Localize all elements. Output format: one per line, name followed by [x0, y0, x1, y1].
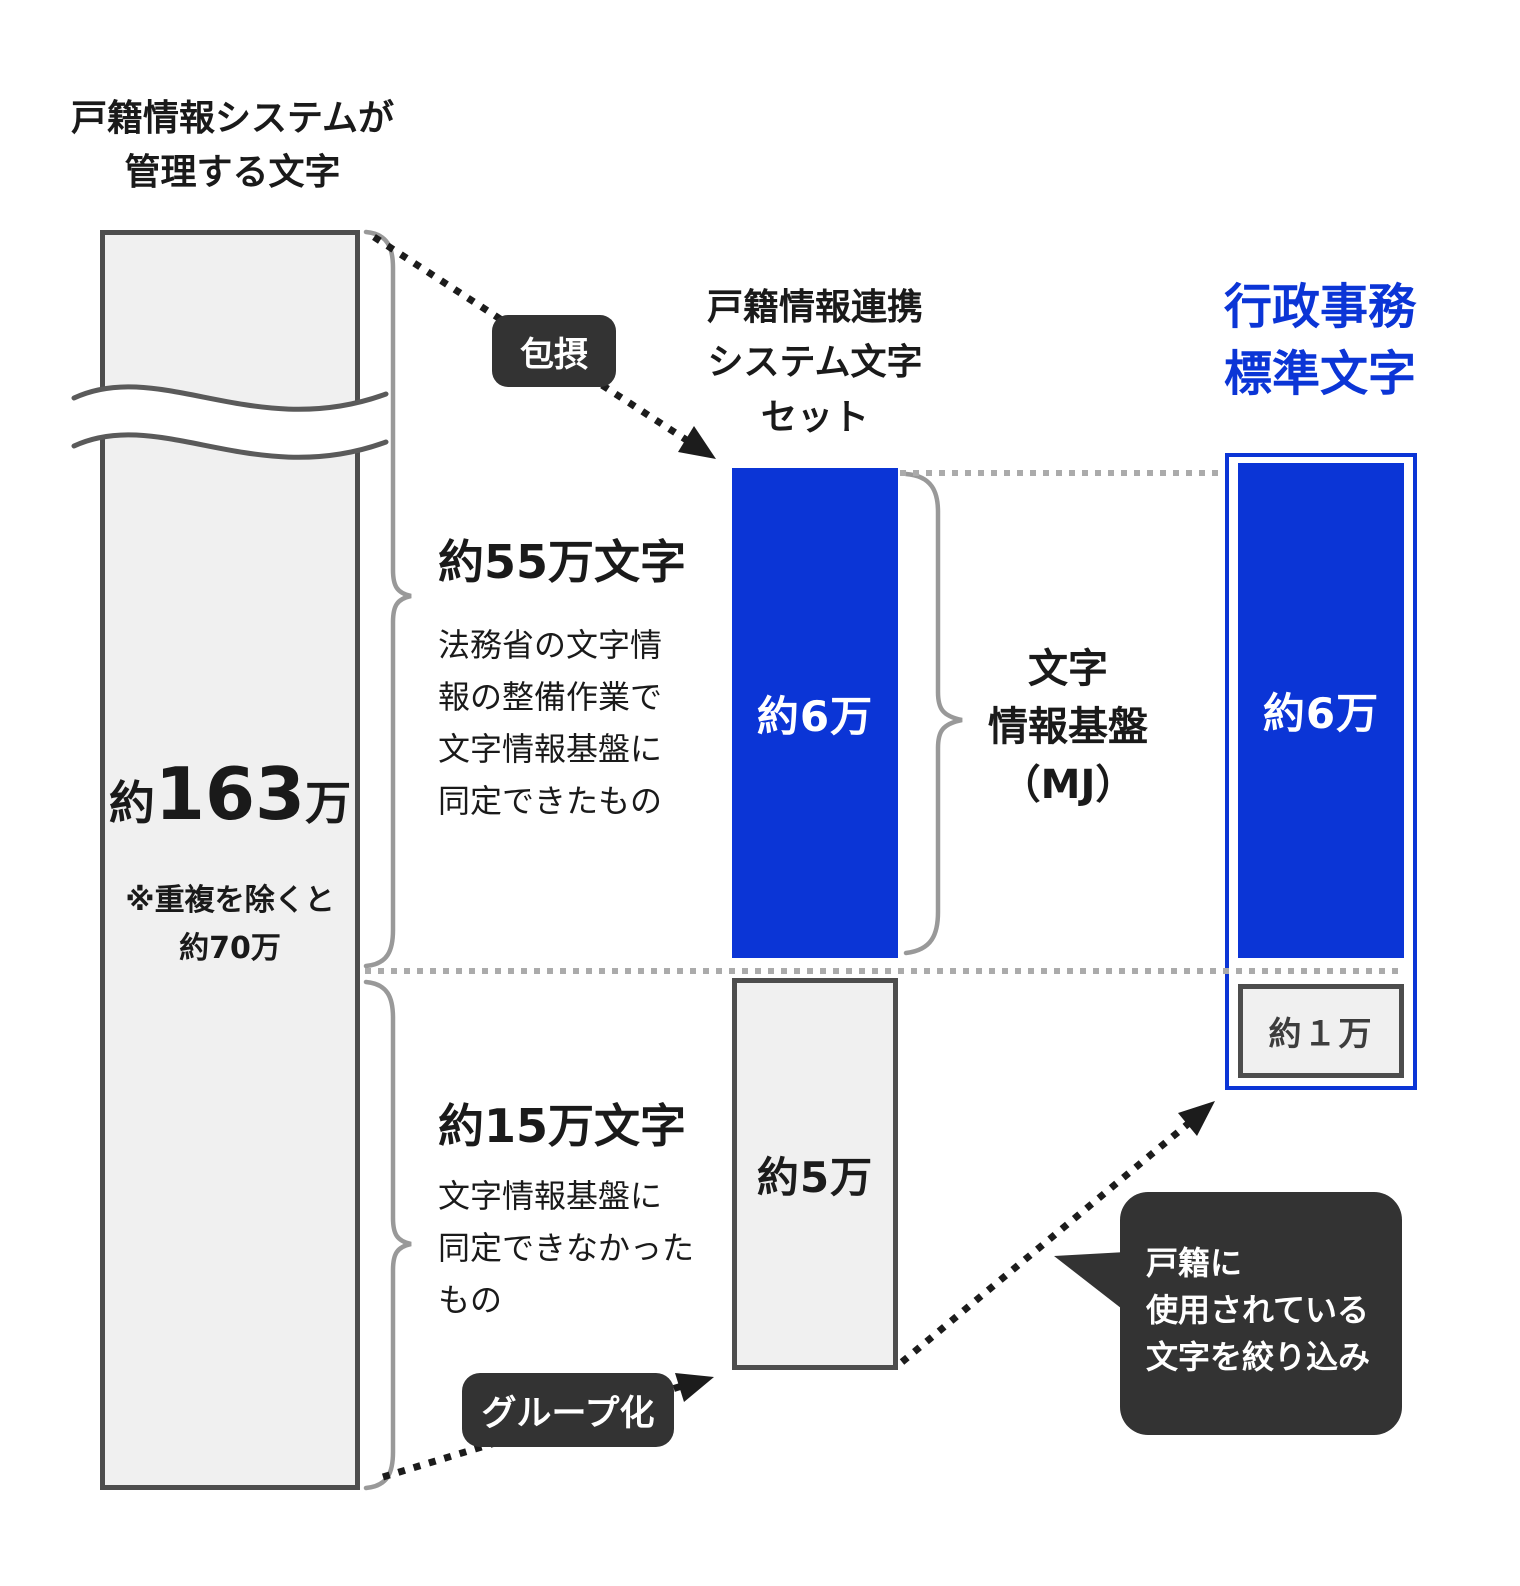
upper-segment-body-line-2: 報の整備作業で: [438, 678, 663, 716]
middle-title-line-2: システム文字: [707, 342, 923, 383]
narrowing-callout: 戸籍に 使用されている 文字を絞り込み: [1120, 1192, 1402, 1435]
upper-segment-body-line-4: 同定できたもの: [438, 782, 663, 820]
middle-title-line-1: 戸籍情報連携: [706, 287, 923, 328]
renkei-unidentified-value: 約5万: [756, 1152, 874, 1202]
middle-column-title: 戸籍情報連携 システム文字 セット: [700, 280, 930, 445]
koseki-system-total-bar: [100, 230, 360, 1490]
upper-segment-heading: 約55万文字: [438, 535, 687, 589]
brace-upper-segment: [363, 229, 412, 969]
lower-segment-body-line-2: 同定できなかった: [438, 1229, 695, 1267]
brace-mj: [903, 471, 963, 956]
brace-lower-segment: [363, 979, 412, 1491]
middle-title-line-3: セット: [760, 397, 869, 438]
left-column-title: 戸籍情報システムが 管理する文字: [60, 92, 405, 200]
dedup-note-line-1: ※重複を除くと: [125, 883, 335, 918]
subsumption-tag-label: 包摂: [520, 334, 588, 375]
upper-segment-body: 法務省の文字情 報の整備作業で 文字情報基盤に 同定できたもの: [438, 619, 698, 827]
total-unit: 万: [305, 776, 352, 830]
mj-label-line-2: 情報基盤: [988, 704, 1148, 750]
grouping-tag-label: グループ化: [481, 1393, 655, 1434]
lower-segment-body: 文字情報基盤に 同定できなかった もの: [438, 1170, 718, 1326]
total-prefix: 約: [108, 776, 155, 830]
right-title-line-1: 行政事務: [1223, 279, 1416, 335]
total-number: 163: [154, 752, 306, 836]
lower-segment-body-line-1: 文字情報基盤に: [438, 1177, 663, 1215]
renkei-identified-bar: 約6万: [732, 468, 898, 958]
dedup-note: ※重複を除くと 約70万: [100, 877, 360, 973]
arrow-narrowing-head: [1178, 1101, 1215, 1136]
callout-tail: [1054, 1252, 1126, 1312]
right-column-title: 行政事務 標準文字: [1210, 274, 1430, 408]
mj-label-line-1: 文字: [1028, 646, 1108, 692]
gyosei-standard-blue-bar: 約6万: [1238, 463, 1404, 958]
upper-segment-body-line-1: 法務省の文字情: [438, 626, 663, 664]
callout-line-3: 文字を絞り込み: [1146, 1338, 1371, 1376]
mj-label-line-3: （MJ）: [1000, 762, 1136, 808]
dedup-note-line-2: 約70万: [179, 931, 281, 966]
grouping-tag: グループ化: [462, 1373, 674, 1447]
lower-segment-body-line-3: もの: [438, 1281, 503, 1319]
renkei-identified-value: 約6万: [756, 691, 874, 741]
left-title-line-1: 戸籍情報システムが: [71, 98, 394, 139]
subsumption-tag: 包摂: [492, 315, 616, 387]
gyosei-additional-value: 約１万: [1268, 1014, 1374, 1053]
gyosei-additional-box: 約１万: [1238, 984, 1404, 1078]
right-title-line-2: 標準文字: [1223, 346, 1416, 402]
callout-line-2: 使用されている: [1146, 1291, 1370, 1329]
mj-label: 文字 情報基盤 （MJ）: [968, 640, 1168, 814]
arrow-grouping-head: [675, 1373, 714, 1402]
gyosei-standard-value: 約6万: [1262, 689, 1380, 738]
left-title-line-2: 管理する文字: [124, 152, 341, 193]
renkei-unidentified-bar: 約5万: [732, 978, 898, 1370]
callout-line-1: 戸籍に: [1146, 1244, 1243, 1282]
upper-segment-body-line-3: 文字情報基盤に: [438, 730, 663, 768]
lower-segment-heading: 約15万文字: [438, 1099, 687, 1153]
